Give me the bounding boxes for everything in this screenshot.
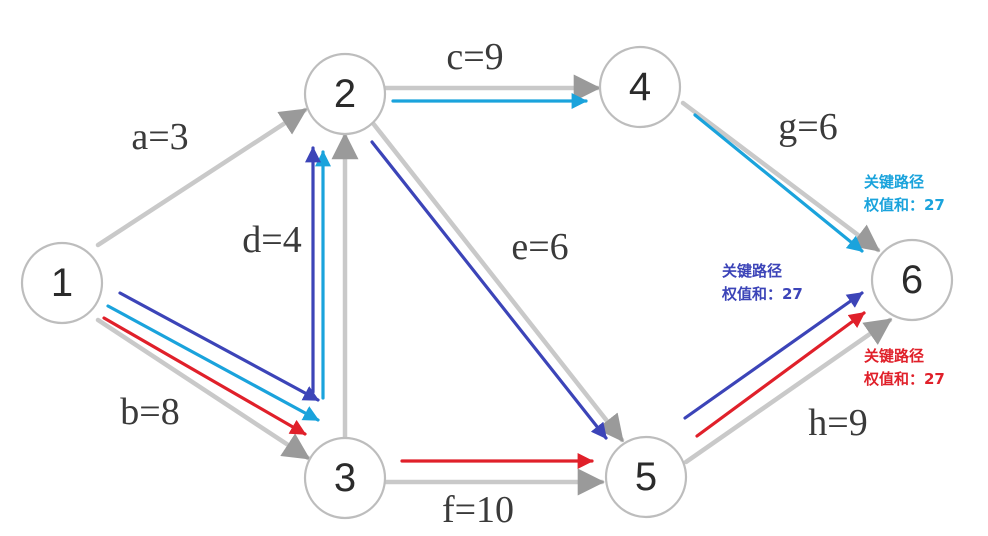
node-6-circle xyxy=(870,238,954,322)
blue-annotation-line2: 权值和：27 xyxy=(721,285,803,303)
critical-path-cyan xyxy=(106,93,864,422)
node-3: 3 xyxy=(303,436,387,520)
node-4-label: 4 xyxy=(629,65,651,109)
blue-annotation-line1: 关键路径 xyxy=(722,262,782,280)
edge-label-d: d=4 xyxy=(242,219,301,261)
node-1-circle xyxy=(20,241,104,325)
edge-labels: a=3 b=8 c=9 d=4 e=6 f=10 g=6 h=9 xyxy=(120,36,867,531)
red-path-5-6 xyxy=(695,311,866,438)
cyan-path-4-6 xyxy=(693,113,864,253)
node-6-label: 6 xyxy=(901,258,923,302)
edge-label-c: c=9 xyxy=(446,36,503,78)
red-annotation-line1: 关键路径 xyxy=(864,347,924,365)
edge-h xyxy=(683,317,893,465)
cyan-path-annotation: 关键路径 权值和：27 xyxy=(863,173,945,214)
cyan-annotation-line1: 关键路径 xyxy=(864,173,924,191)
critical-path-blue xyxy=(118,140,864,440)
cyan-path-1-3 xyxy=(106,304,320,422)
node-3-circle xyxy=(303,436,387,520)
node-4-circle xyxy=(598,45,682,129)
node-2-label: 2 xyxy=(334,72,356,116)
edge-a xyxy=(95,107,308,248)
blue-path-annotation: 关键路径 权值和：27 xyxy=(721,262,803,303)
node-5-label: 5 xyxy=(635,455,657,499)
edge-label-e: e=6 xyxy=(511,226,568,268)
edges-layer xyxy=(95,74,893,496)
node-3-label: 3 xyxy=(334,456,356,500)
edge-g xyxy=(680,100,881,253)
edge-label-g: g=6 xyxy=(778,106,837,148)
node-1: 1 xyxy=(20,241,104,325)
blue-path-1-3 xyxy=(118,291,320,402)
edge-label-a: a=3 xyxy=(131,116,188,158)
node-6: 6 xyxy=(870,238,954,322)
edge-label-h: h=9 xyxy=(808,402,867,444)
critical-path-red xyxy=(102,311,866,469)
edge-label-f: f=10 xyxy=(442,489,514,531)
node-5-circle xyxy=(604,435,688,519)
node-2: 2 xyxy=(303,52,387,136)
edge-b xyxy=(95,317,311,461)
edge-e xyxy=(369,119,625,443)
node-5: 5 xyxy=(604,435,688,519)
blue-path-2-5 xyxy=(370,140,608,440)
red-path-1-3 xyxy=(102,316,307,436)
node-1-label: 1 xyxy=(51,261,73,305)
node-4: 4 xyxy=(598,45,682,129)
red-path-annotation: 关键路径 权值和：27 xyxy=(863,347,945,388)
edge-label-b: b=8 xyxy=(120,391,179,433)
red-annotation-line2: 权值和：27 xyxy=(863,370,945,388)
blue-path-5-6 xyxy=(683,291,864,420)
cyan-annotation-line2: 权值和：27 xyxy=(863,196,945,214)
node-2-circle xyxy=(303,52,387,136)
